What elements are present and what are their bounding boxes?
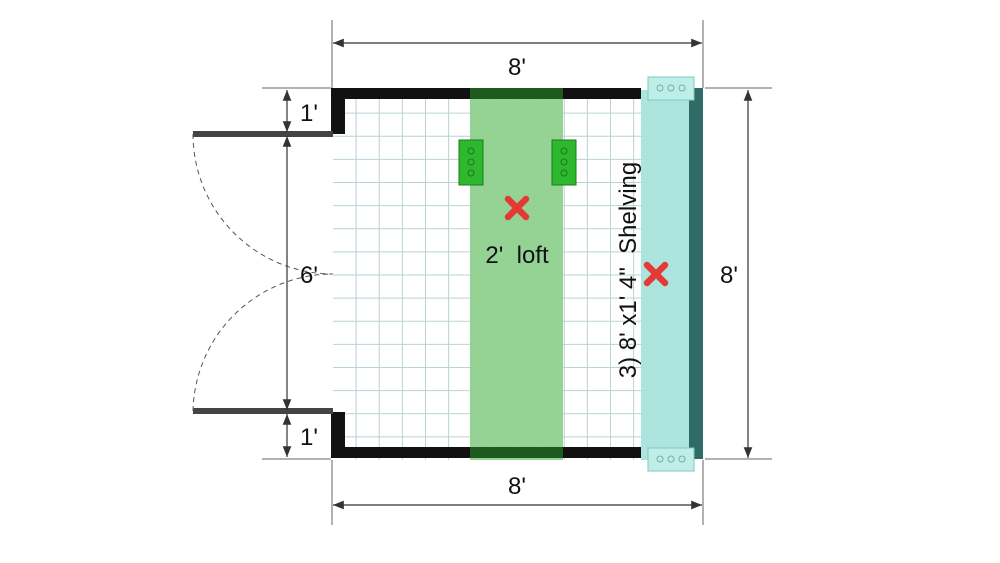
wall-left-lower [331,412,345,458]
dimension-label-door-top: 1' [300,100,318,127]
bracket-icon [458,139,484,186]
loft-label: 2' loft [485,242,549,269]
dimension-lines [282,38,753,510]
x-mark-icon [504,195,530,221]
wall-bottom-left [331,447,470,458]
extension-lines [262,20,772,525]
loft-area [470,90,563,460]
wall-left-upper [331,88,345,134]
walls [331,88,641,458]
dimension-label-bottom: 8' [508,473,526,500]
wall-bottom-right [563,447,641,458]
dimension-labels: 8' 8' 8' 1' 6' 1' [300,54,738,500]
shelving-back-wall [689,88,703,459]
loft-wall-bottom [470,447,563,458]
shelving-area [641,90,691,460]
wall-top-left [331,88,470,99]
bracket-icon [647,447,695,472]
dimension-label-top: 8' [508,54,526,81]
wall-top-right [563,88,641,99]
door-swing-top [192,133,334,275]
loft [458,88,577,460]
dimension-label-door-bottom: 1' [300,424,318,451]
bracket-icon [647,76,695,101]
shelving [641,76,703,472]
loft-wall-top [470,88,563,99]
door-leaf-bottom [193,408,333,414]
bracket-icon [551,139,577,186]
dimension-label-door-opening: 6' [300,262,318,289]
dimension-label-right: 8' [720,262,738,289]
x-mark-icon [643,261,669,287]
door-swing-bottom [192,273,334,412]
double-door [192,131,334,414]
door-leaf-top [193,131,333,137]
shelving-label: 3) 8' x1' 4" Shelving [615,162,642,378]
